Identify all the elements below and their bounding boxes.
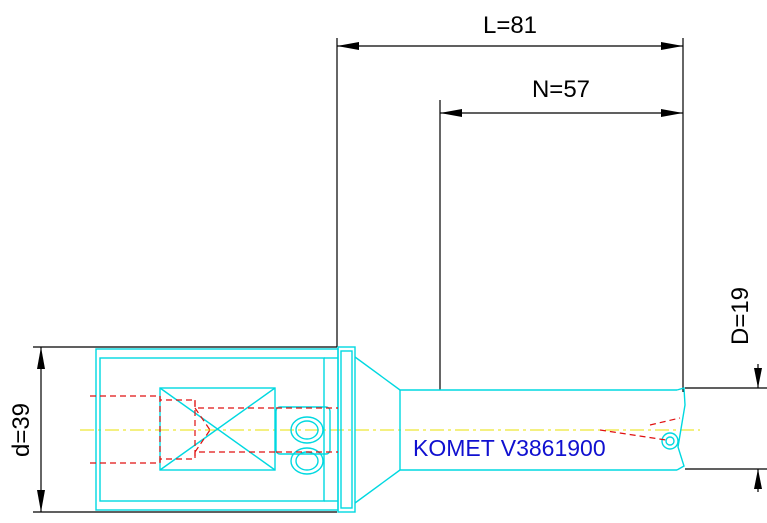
bore-diagonal-2 bbox=[194, 429, 211, 453]
dimension-d-label: d=39 bbox=[8, 403, 35, 457]
flange-inner bbox=[340, 350, 353, 509]
dimension-D-label: D=19 bbox=[727, 287, 754, 345]
dimension-N: N=57 bbox=[439, 76, 683, 390]
dimension-d: d=39 bbox=[8, 346, 337, 513]
dimension-N-label: N=57 bbox=[532, 76, 590, 103]
coolant-hole-lower bbox=[290, 447, 324, 475]
tool-outline bbox=[95, 346, 686, 513]
dimension-L-label: L=81 bbox=[483, 12, 537, 39]
dimension-L-arrow-right bbox=[661, 42, 683, 50]
dimension-D: D=19 bbox=[685, 287, 767, 492]
bore-diagonal-1 bbox=[194, 407, 211, 431]
tip-channel bbox=[599, 429, 667, 441]
cutting-head bbox=[676, 387, 686, 471]
clamp-window-diagonal-2 bbox=[159, 387, 276, 471]
coolant-hole-upper-inner bbox=[295, 420, 319, 440]
tip-insert-screw bbox=[665, 436, 675, 446]
dimension-d-arrow-bottom bbox=[37, 490, 45, 512]
dimension-N-arrow-left bbox=[440, 109, 462, 117]
dimension-D-arrow-bottom bbox=[754, 469, 762, 489]
bore-upper bbox=[90, 395, 276, 409]
coolant-hole-upper bbox=[290, 416, 324, 444]
shank-inner bbox=[99, 357, 325, 502]
dimension-D-arrow-top bbox=[754, 368, 762, 388]
taper-top bbox=[354, 356, 677, 391]
tip-channel-2 bbox=[649, 417, 681, 426]
dimension-L: L=81 bbox=[336, 12, 684, 392]
bore-lower bbox=[90, 451, 276, 464]
dimension-L-arrow-left bbox=[337, 42, 359, 50]
dimension-d-arrow-top bbox=[37, 347, 45, 369]
tip-insert bbox=[661, 432, 679, 450]
product-label: KOMET V3861900 bbox=[413, 435, 606, 461]
coolant-hole-lower-inner bbox=[295, 451, 319, 471]
insert-chip bbox=[275, 406, 331, 455]
dimension-N-arrow-right bbox=[661, 109, 683, 117]
taper-bottom bbox=[354, 469, 677, 504]
flange-outer bbox=[337, 346, 356, 513]
hidden-lines bbox=[90, 395, 681, 464]
